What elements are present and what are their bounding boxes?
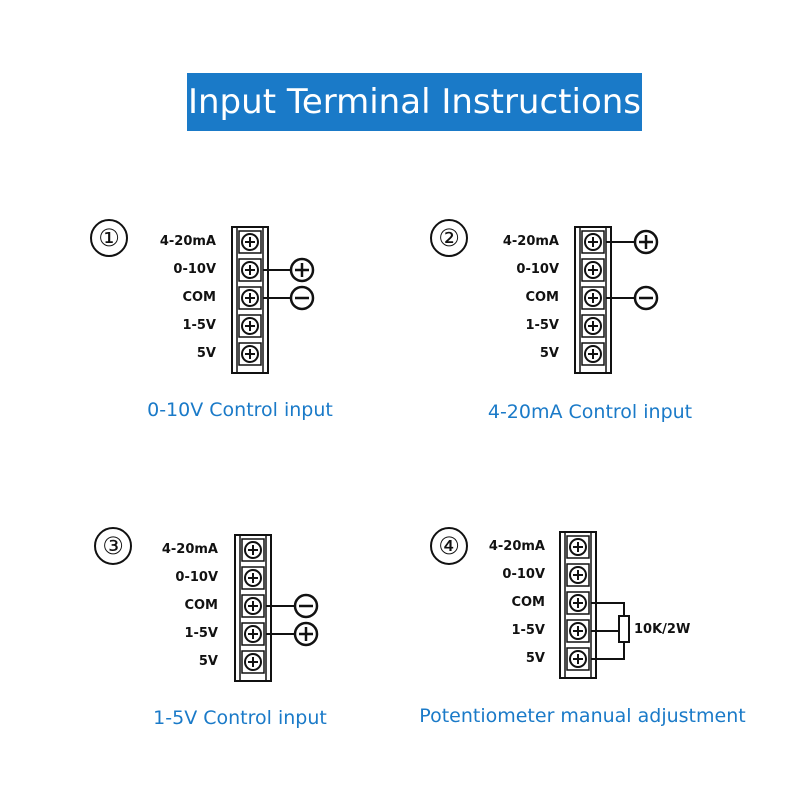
screw-terminals xyxy=(581,230,605,366)
screw-terminals xyxy=(241,538,265,674)
terminal-label: 1-5V xyxy=(511,623,545,638)
plus-sign-icon xyxy=(289,257,315,283)
plus-sign-icon xyxy=(633,229,659,255)
terminal-label: COM xyxy=(184,598,218,613)
screw-icon xyxy=(241,650,265,674)
diagram-caption: 0-10V Control input xyxy=(147,399,333,421)
terminal-label: 5V xyxy=(198,654,218,669)
terminal-label: 1-5V xyxy=(182,318,216,333)
minus-sign-icon xyxy=(633,285,659,311)
minus-sign-icon xyxy=(289,285,315,311)
terminal-label: 5V xyxy=(196,346,216,361)
terminal-label: 0-10V xyxy=(502,567,545,582)
terminal-label: 4-20mA xyxy=(159,234,216,249)
diagram-caption: Potentiometer manual adjustment xyxy=(419,705,746,727)
terminal-label: 0-10V xyxy=(175,570,218,585)
terminal-label: COM xyxy=(182,290,216,305)
plus-sign-icon xyxy=(293,621,319,647)
diagram-number: ③ xyxy=(94,527,132,565)
diagram-caption: 4-20mA Control input xyxy=(487,401,693,423)
minus-sign-icon xyxy=(293,593,319,619)
resistor-icon xyxy=(618,615,630,643)
diagram-number: ② xyxy=(430,219,468,257)
terminal-label: 4-20mA xyxy=(488,539,545,554)
screw-icon xyxy=(241,594,265,618)
screw-icon xyxy=(581,342,605,366)
terminal-label: COM xyxy=(511,595,545,610)
terminal-label: 4-20mA xyxy=(502,234,559,249)
screw-icon xyxy=(581,230,605,254)
terminal-label: 1-5V xyxy=(184,626,218,641)
screw-icon xyxy=(238,342,262,366)
terminal-label: 4-20mA xyxy=(161,542,218,557)
screw-icon xyxy=(238,314,262,338)
diagram-number: ④ xyxy=(430,527,468,565)
screw-icon xyxy=(581,286,605,310)
screw-icon xyxy=(566,647,590,671)
screw-icon xyxy=(566,591,590,615)
screw-icon xyxy=(581,258,605,282)
terminal-label: 0-10V xyxy=(173,262,216,277)
screw-icon xyxy=(241,538,265,562)
screw-icon xyxy=(566,563,590,587)
screw-icon xyxy=(566,619,590,643)
screw-icon xyxy=(241,566,265,590)
screw-icon xyxy=(238,230,262,254)
screw-icon xyxy=(581,314,605,338)
diagram-number: ① xyxy=(90,219,128,257)
terminal-label: 5V xyxy=(539,346,559,361)
diagram-caption: 1-5V Control input xyxy=(153,707,327,729)
page-title: Input Terminal Instructions xyxy=(187,73,642,131)
terminal-label: 1-5V xyxy=(525,318,559,333)
potentiometer-wiring xyxy=(591,602,625,660)
screw-icon xyxy=(238,286,262,310)
screw-terminals xyxy=(566,535,590,671)
resistor-label: 10K/2W xyxy=(634,622,691,637)
screw-icon xyxy=(566,535,590,559)
screw-icon xyxy=(241,622,265,646)
screw-icon xyxy=(238,258,262,282)
terminal-label: 0-10V xyxy=(516,262,559,277)
terminal-label: 5V xyxy=(525,651,545,666)
screw-terminals xyxy=(238,230,262,366)
terminal-label: COM xyxy=(525,290,559,305)
